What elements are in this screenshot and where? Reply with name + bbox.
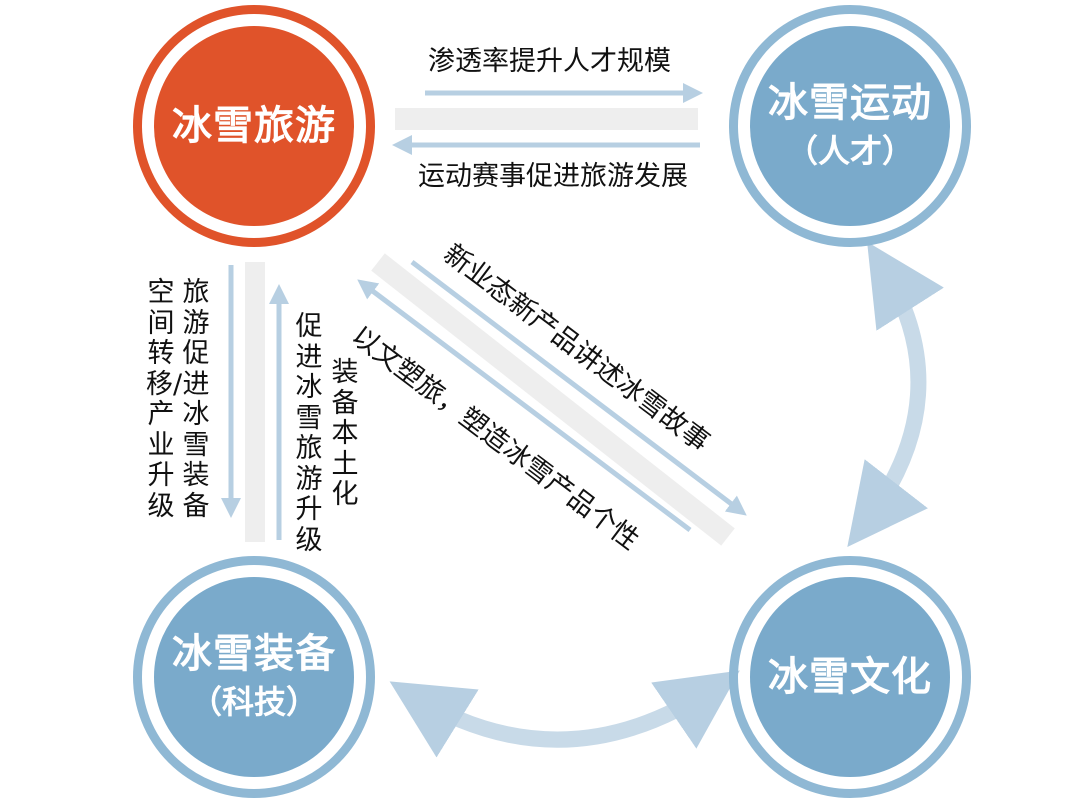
node-culture-title: 冰雪文化 [768, 654, 932, 700]
node-sports-title: 冰雪运动 [768, 80, 932, 127]
node-culture-core: 冰雪文化 [750, 577, 950, 777]
arrow-culture-to-tourism [357, 279, 692, 532]
band-top [395, 108, 698, 130]
label-tourism-to-equipment-2: 空间转移/产业升级 [146, 277, 183, 522]
curve-equipment-culture [389, 670, 740, 758]
band-left [245, 262, 265, 542]
curve-sports-culture [847, 241, 944, 547]
node-tourism-title: 冰雪旅游 [172, 103, 336, 149]
node-equipment: 冰雪装备 （科技） [133, 556, 375, 798]
node-sports-subtitle: （人才） [785, 132, 914, 171]
label-equipment-to-tourism-1: 装备本土化 [331, 357, 359, 510]
node-sports-core: 冰雪运动 （人才） [750, 26, 950, 226]
label-tourism-to-sports: 渗透率提升人才规模 [428, 46, 671, 77]
node-equipment-subtitle: （科技） [189, 683, 318, 722]
node-tourism: 冰雪旅游 [133, 5, 375, 247]
node-sports: 冰雪运动 （人才） [729, 5, 971, 247]
node-culture: 冰雪文化 [729, 556, 971, 798]
label-sports-to-tourism: 运动赛事促进旅游发展 [418, 161, 688, 192]
node-equipment-title: 冰雪装备 [172, 631, 336, 678]
label-equipment-to-tourism-2: 促进冰雪旅游升级 [295, 311, 323, 556]
band-diagonal [371, 253, 735, 546]
arrow-tourism-to-culture [410, 260, 747, 516]
node-tourism-core: 冰雪旅游 [154, 26, 354, 226]
label-tourism-to-equipment-1: 旅游促进冰雪装备 [182, 277, 210, 522]
node-equipment-core: 冰雪装备 （科技） [154, 577, 354, 777]
